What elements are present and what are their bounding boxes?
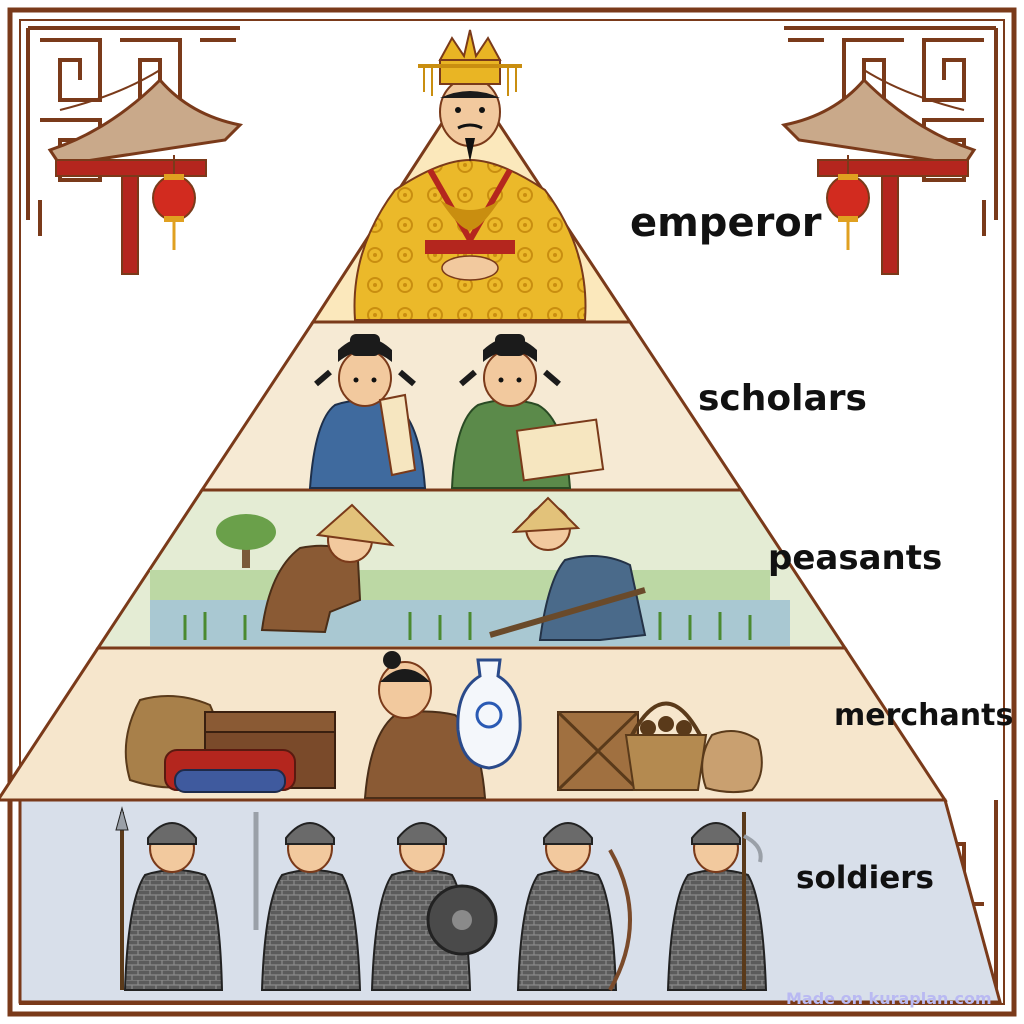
soldier-bow bbox=[516, 822, 632, 991]
fabric-roll-icon bbox=[164, 749, 296, 793]
tier-label-peasants: peasants bbox=[768, 538, 943, 578]
crown-icon bbox=[418, 29, 522, 96]
pagoda-right bbox=[780, 69, 977, 275]
soldier-shield bbox=[370, 822, 498, 991]
emperor-figure bbox=[353, 77, 587, 321]
basket-icon bbox=[624, 701, 708, 791]
peasant-figure-left bbox=[260, 503, 395, 634]
soldier-sword bbox=[253, 812, 362, 991]
crate-icon bbox=[556, 710, 640, 792]
outer-frame bbox=[7, 7, 1017, 1017]
porcelain-vase-icon bbox=[456, 658, 522, 770]
small-sack-icon bbox=[701, 730, 763, 794]
lantern-left-icon bbox=[152, 155, 196, 250]
rice-field bbox=[150, 570, 790, 646]
tier-label-merchants: merchants bbox=[834, 698, 1014, 733]
tier-label-emperor: emperor bbox=[630, 200, 822, 246]
peasant-figure-right bbox=[489, 496, 647, 641]
tier-label-soldiers: soldiers bbox=[796, 860, 934, 896]
tree-icon bbox=[216, 514, 276, 568]
scholar-figure-blue bbox=[308, 334, 427, 489]
scholar-figure-green bbox=[450, 334, 605, 489]
soldier-halberd bbox=[666, 812, 768, 991]
lantern-right-icon bbox=[826, 155, 870, 250]
pagoda-left bbox=[47, 69, 244, 275]
watermark-text: Made on kuraplan.com bbox=[786, 989, 992, 1008]
soldier-spear bbox=[115, 806, 224, 991]
tier-label-scholars: scholars bbox=[698, 378, 867, 419]
corner-fret-top-right bbox=[784, 26, 998, 236]
